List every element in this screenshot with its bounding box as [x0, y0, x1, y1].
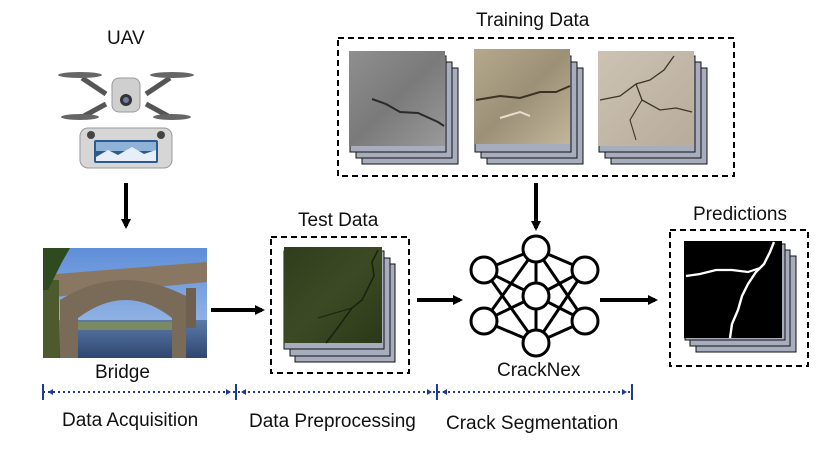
drone-icon [58, 72, 194, 120]
predictions-box [669, 229, 809, 367]
nn-node [570, 255, 600, 285]
bridge-label: Bridge [95, 362, 150, 383]
stage-label-preprocessing: Data Preprocessing [249, 411, 416, 432]
stage-timeline [42, 384, 633, 400]
training-image-stack-2 [474, 49, 584, 165]
test-data-label: Test Data [298, 210, 379, 231]
test-image-stack [283, 247, 396, 363]
uav-label: UAV [107, 28, 145, 49]
bridge-photo [43, 248, 207, 358]
training-image-stack-3 [598, 51, 708, 165]
nn-node [469, 306, 499, 336]
nn-edge [534, 269, 587, 344]
nn-edge [482, 248, 538, 322]
nn-node [570, 306, 600, 336]
remote-controller-icon [79, 127, 173, 169]
nn-node [469, 255, 499, 285]
nn-node [521, 234, 551, 264]
training-data-label: Training Data [476, 10, 590, 31]
model-label: CrackNex [497, 360, 581, 381]
stage-label-segmentation: Crack Segmentation [446, 413, 619, 434]
test-data-box [270, 236, 410, 374]
stage-label-acquisition: Data Acquisition [62, 410, 199, 431]
training-image-stack-1 [349, 51, 459, 165]
nn-edge [534, 248, 587, 322]
nn-edge [482, 269, 538, 344]
prediction-mask-stack [684, 241, 797, 353]
neural-network-icon [469, 234, 600, 358]
nn-node [521, 328, 551, 358]
training-data-box [337, 37, 735, 177]
predictions-label: Predictions [693, 204, 787, 225]
nn-node [521, 281, 551, 311]
